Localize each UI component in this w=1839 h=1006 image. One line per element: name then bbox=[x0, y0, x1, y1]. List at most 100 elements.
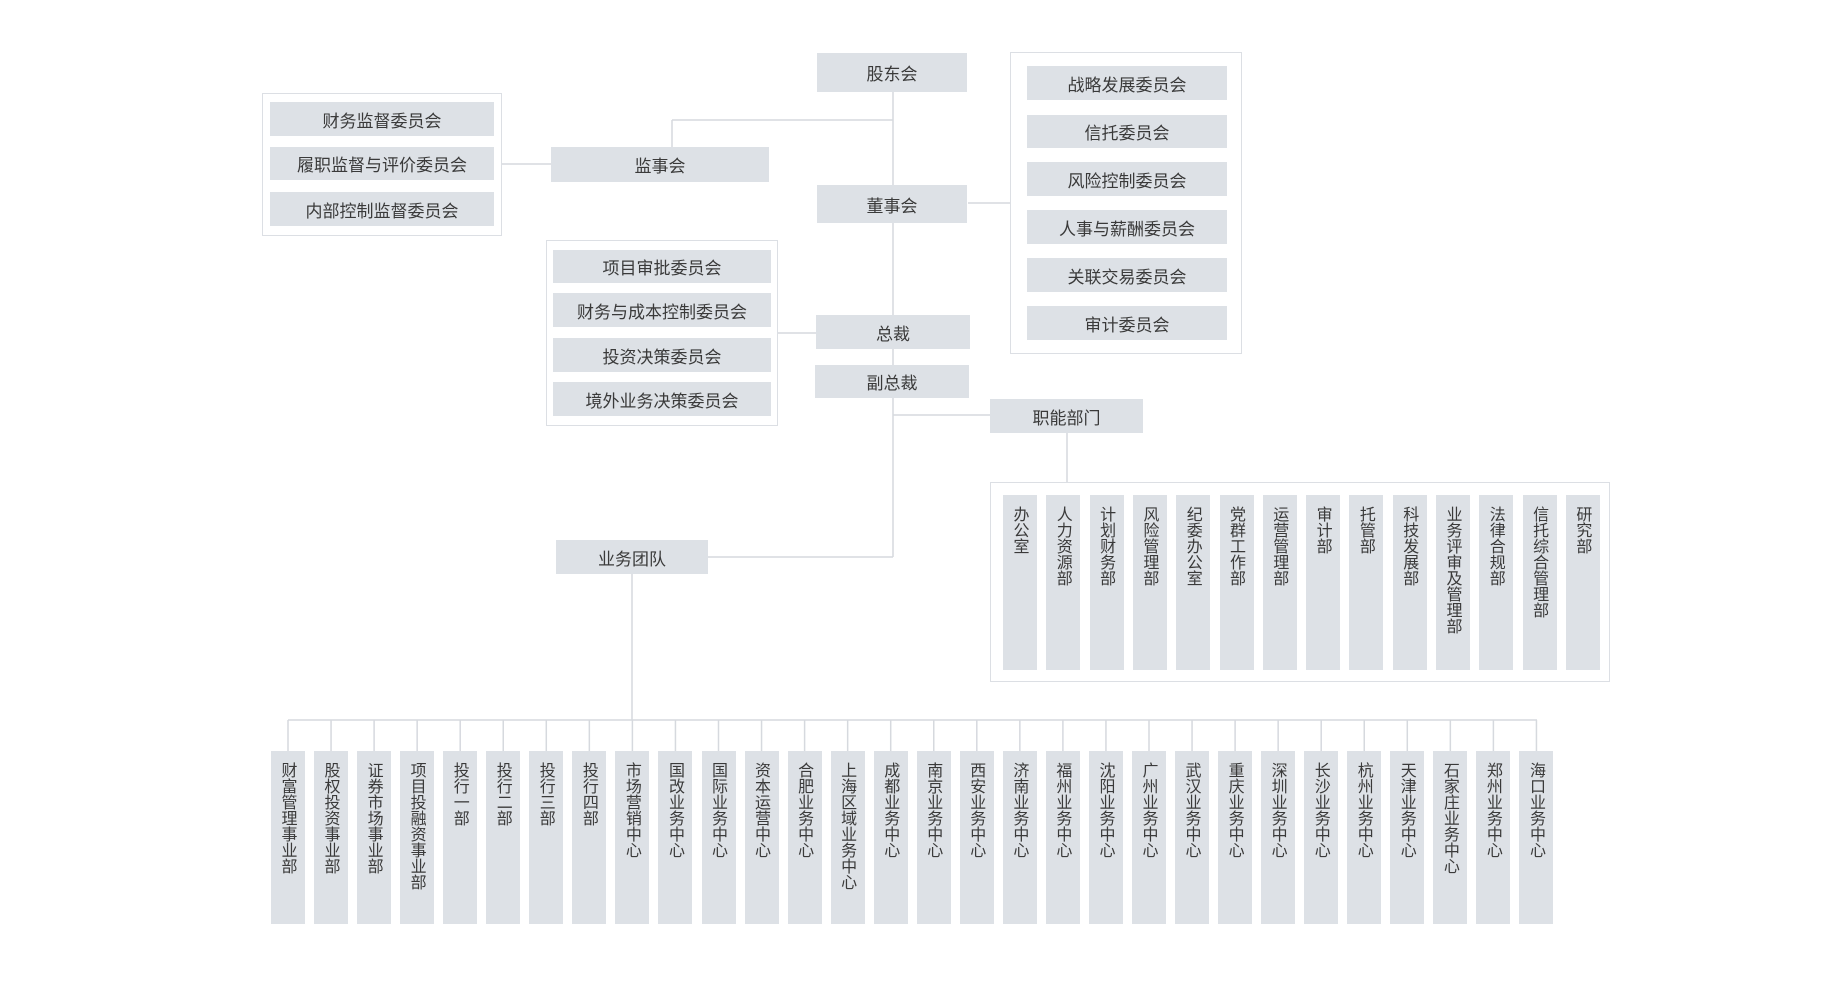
supervisory-committee-financial[interactable]: 财务监督委员会 bbox=[270, 102, 494, 136]
board-committee-audit[interactable]: 审计委员会 bbox=[1027, 306, 1227, 340]
functional-department-label: 业务评审及管理部 bbox=[1443, 506, 1463, 634]
business-unit-label: 济南业务中心 bbox=[1010, 762, 1030, 858]
functional-department-label: 办公室 bbox=[1010, 506, 1030, 554]
business-unit-label: 杭州业务中心 bbox=[1354, 762, 1374, 858]
functional-department[interactable]: 风险管理部 bbox=[1132, 495, 1167, 670]
functional-department[interactable]: 科技发展部 bbox=[1392, 495, 1427, 670]
functional-department-label: 信托综合管理部 bbox=[1530, 506, 1550, 618]
business-unit[interactable]: 沈阳业务中心 bbox=[1088, 751, 1123, 924]
business-unit[interactable]: 长沙业务中心 bbox=[1304, 751, 1339, 924]
business-unit-label: 上海区域业务中心 bbox=[838, 762, 858, 890]
business-unit-label: 合肥业务中心 bbox=[795, 762, 815, 858]
business-unit[interactable]: 南京业务中心 bbox=[916, 751, 951, 924]
functional-department-label: 托管部 bbox=[1356, 506, 1376, 554]
business-unit-label: 天津业务中心 bbox=[1397, 762, 1417, 858]
business-unit-label: 国际业务中心 bbox=[709, 762, 728, 858]
functional-department-label: 运营管理部 bbox=[1270, 506, 1290, 586]
functional-department[interactable]: 托管部 bbox=[1349, 495, 1384, 670]
functional-department[interactable]: 党群工作部 bbox=[1219, 495, 1254, 670]
business-unit[interactable]: 市场营销中心 bbox=[615, 751, 650, 924]
business-unit-label: 南京业务中心 bbox=[924, 762, 944, 858]
business-unit[interactable]: 深圳业务中心 bbox=[1261, 751, 1296, 924]
business-unit-label: 重庆业务中心 bbox=[1225, 762, 1245, 858]
business-unit[interactable]: 项目投融资事业部 bbox=[400, 751, 435, 924]
president-committee-investment[interactable]: 投资决策委员会 bbox=[553, 338, 771, 372]
board-committees-frame bbox=[1010, 52, 1242, 354]
shareholders-node[interactable]: 股东会 bbox=[817, 53, 967, 92]
business-unit-label: 投行二部 bbox=[493, 762, 513, 826]
business-unit[interactable]: 杭州业务中心 bbox=[1347, 751, 1382, 924]
functional-department[interactable]: 人力资源部 bbox=[1046, 495, 1081, 670]
business-unit[interactable]: 济南业务中心 bbox=[1002, 751, 1037, 924]
supervisors-node[interactable]: 监事会 bbox=[551, 147, 769, 182]
business-unit[interactable]: 国际业务中心 bbox=[701, 751, 736, 924]
business-unit-label: 投行一部 bbox=[450, 762, 470, 826]
functional-departments-frame bbox=[990, 482, 1610, 682]
functional-department-label: 党群工作部 bbox=[1227, 506, 1246, 586]
supervisory-committee-performance[interactable]: 履职监督与评价委员会 bbox=[270, 147, 494, 180]
business-unit-label: 投行四部 bbox=[579, 762, 599, 826]
supervisory-committee-internal-control[interactable]: 内部控制监督委员会 bbox=[270, 192, 494, 226]
business-unit[interactable]: 投行一部 bbox=[443, 751, 478, 924]
functional-department[interactable]: 法律合规部 bbox=[1479, 495, 1514, 670]
business-unit[interactable]: 成都业务中心 bbox=[873, 751, 908, 924]
business-unit[interactable]: 合肥业务中心 bbox=[787, 751, 822, 924]
business-unit[interactable]: 郑州业务中心 bbox=[1476, 751, 1511, 924]
functional-department-label: 纪委办公室 bbox=[1183, 506, 1203, 586]
functional-department-label: 风险管理部 bbox=[1140, 506, 1160, 586]
president-committee-project-approval[interactable]: 项目审批委员会 bbox=[553, 250, 771, 283]
functional-department-label: 法律合规部 bbox=[1486, 506, 1506, 586]
business-unit[interactable]: 福州业务中心 bbox=[1045, 751, 1080, 924]
business-unit-label: 成都业务中心 bbox=[881, 762, 901, 858]
functional-department[interactable]: 研究部 bbox=[1565, 495, 1600, 670]
board-node[interactable]: 董事会 bbox=[817, 185, 967, 223]
business-unit[interactable]: 石家庄业务中心 bbox=[1433, 751, 1468, 924]
business-unit-label: 投行三部 bbox=[536, 762, 556, 826]
business-unit[interactable]: 天津业务中心 bbox=[1390, 751, 1425, 924]
business-unit-label: 广州业务中心 bbox=[1139, 762, 1159, 858]
business-unit[interactable]: 重庆业务中心 bbox=[1218, 751, 1253, 924]
business-unit-label: 石家庄业务中心 bbox=[1440, 762, 1460, 874]
functional-department[interactable]: 信托综合管理部 bbox=[1522, 495, 1557, 670]
business-unit[interactable]: 投行四部 bbox=[572, 751, 607, 924]
business-team-node[interactable]: 业务团队 bbox=[556, 540, 708, 574]
business-unit[interactable]: 海口业务中心 bbox=[1519, 751, 1554, 924]
business-unit[interactable]: 投行二部 bbox=[486, 751, 521, 924]
business-unit[interactable]: 西安业务中心 bbox=[959, 751, 994, 924]
business-unit[interactable]: 国改业务中心 bbox=[658, 751, 693, 924]
business-unit[interactable]: 武汉业务中心 bbox=[1175, 751, 1210, 924]
business-unit[interactable]: 投行三部 bbox=[529, 751, 564, 924]
functional-department[interactable]: 办公室 bbox=[1003, 495, 1037, 670]
business-unit-label: 深圳业务中心 bbox=[1268, 762, 1288, 858]
business-unit-label: 资本运营中心 bbox=[752, 762, 772, 858]
functional-department-label: 科技发展部 bbox=[1400, 506, 1420, 586]
business-unit[interactable]: 股权投资事业部 bbox=[314, 751, 349, 924]
board-committee-strategy[interactable]: 战略发展委员会 bbox=[1027, 66, 1227, 100]
functional-department[interactable]: 运营管理部 bbox=[1262, 495, 1297, 670]
president-committee-overseas[interactable]: 境外业务决策委员会 bbox=[553, 382, 771, 416]
board-committee-related-party[interactable]: 关联交易委员会 bbox=[1027, 258, 1227, 292]
functional-department[interactable]: 业务评审及管理部 bbox=[1436, 495, 1470, 670]
business-unit[interactable]: 证券市场事业部 bbox=[357, 751, 392, 924]
business-unit[interactable]: 资本运营中心 bbox=[744, 751, 779, 924]
board-committee-trust[interactable]: 信托委员会 bbox=[1027, 115, 1227, 148]
business-unit-label: 武汉业务中心 bbox=[1182, 762, 1202, 858]
vice-president-node[interactable]: 副总裁 bbox=[815, 365, 969, 398]
board-committee-risk[interactable]: 风险控制委员会 bbox=[1027, 162, 1227, 196]
functional-department[interactable]: 计划财务部 bbox=[1089, 495, 1124, 670]
president-committee-finance-cost[interactable]: 财务与成本控制委员会 bbox=[553, 293, 771, 327]
board-committee-hr[interactable]: 人事与薪酬委员会 bbox=[1027, 210, 1227, 244]
business-unit[interactable]: 上海区域业务中心 bbox=[830, 751, 865, 924]
business-unit[interactable]: 财富管理事业部 bbox=[271, 751, 305, 924]
business-unit-label: 股权投资事业部 bbox=[321, 762, 341, 874]
president-node[interactable]: 总裁 bbox=[816, 315, 970, 349]
business-unit[interactable]: 广州业务中心 bbox=[1132, 751, 1166, 924]
functional-department[interactable]: 纪委办公室 bbox=[1176, 495, 1211, 670]
functional-departments-node[interactable]: 职能部门 bbox=[990, 399, 1143, 433]
business-unit-label: 福州业务中心 bbox=[1053, 762, 1073, 858]
business-unit-label: 西安业务中心 bbox=[967, 762, 987, 858]
functional-department[interactable]: 审计部 bbox=[1306, 495, 1341, 670]
business-unit-label: 市场营销中心 bbox=[622, 762, 642, 858]
